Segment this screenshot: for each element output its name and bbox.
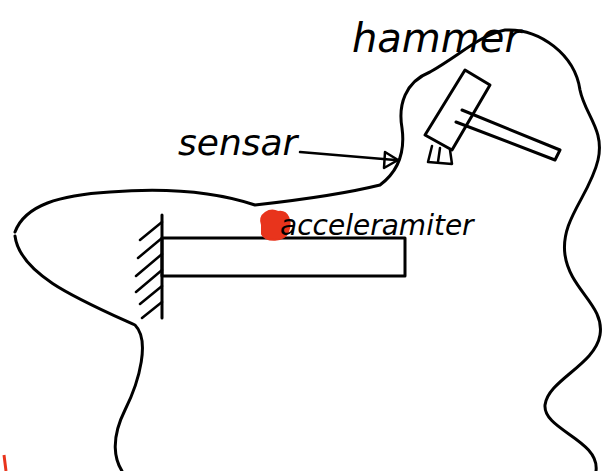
wall-hatching — [136, 222, 162, 318]
leader-arrow — [300, 152, 395, 160]
red-mark — [4, 455, 6, 471]
arrow-head — [384, 152, 398, 168]
hammer-label: hammer — [352, 18, 521, 58]
hammer-handle — [456, 110, 560, 160]
accelerometer-label: acceleramiter — [280, 212, 474, 240]
outline-blob-left — [15, 236, 142, 471]
outline-blob — [15, 30, 600, 471]
sensor-label: sensar — [178, 125, 297, 161]
hammer-head — [425, 70, 490, 150]
cantilever-beam — [162, 238, 405, 276]
force-sensor — [428, 146, 452, 164]
